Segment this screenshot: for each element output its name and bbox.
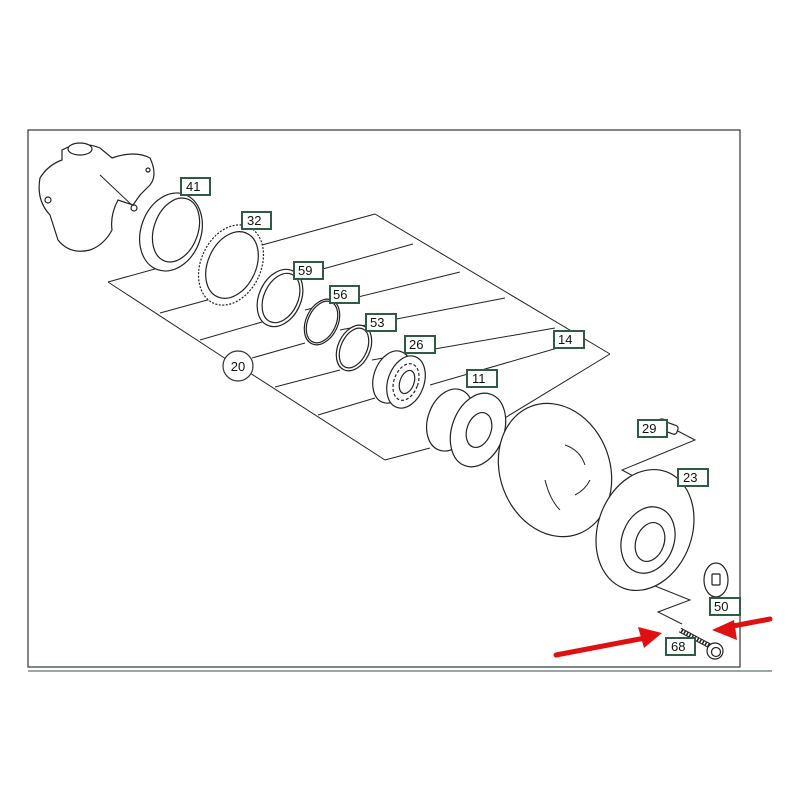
callout-32[interactable]: 32	[241, 211, 272, 230]
part-53-ring-drawing	[335, 324, 373, 372]
callout-26[interactable]: 26	[404, 335, 436, 354]
svg-text:32: 32	[247, 213, 261, 228]
part-32-bearing-drawing	[197, 224, 265, 306]
svg-text:29: 29	[642, 421, 656, 436]
svg-text:53: 53	[370, 315, 384, 330]
svg-text:56: 56	[333, 287, 347, 302]
part-41-seal-drawing	[139, 192, 203, 272]
part-11-hub-drawing	[426, 388, 507, 468]
svg-text:23: 23	[683, 470, 697, 485]
callout-53[interactable]: 53	[365, 313, 397, 332]
steering-knuckle-drawing	[38, 142, 155, 252]
svg-text:26: 26	[409, 337, 423, 352]
callout-68[interactable]: 68	[665, 637, 696, 656]
part-56-circlip-drawing	[303, 298, 341, 346]
callout-14[interactable]: 14	[553, 330, 585, 349]
group-callout-20[interactable]: 20	[222, 350, 254, 382]
svg-text:14: 14	[558, 332, 572, 347]
callout-11[interactable]: 11	[466, 369, 498, 388]
svg-text:50: 50	[714, 599, 728, 614]
part-23-backing-plate-drawing	[595, 468, 695, 592]
svg-text:41: 41	[186, 179, 200, 194]
svg-text:68: 68	[671, 639, 685, 654]
callout-23[interactable]: 23	[677, 468, 709, 487]
part-26-wheel-bearing-drawing	[372, 350, 426, 409]
callout-59[interactable]: 59	[293, 261, 324, 280]
callout-56[interactable]: 56	[329, 285, 360, 304]
part-59-ring-drawing	[256, 268, 304, 328]
diagram-frame	[27, 129, 741, 668]
callout-50[interactable]: 50	[709, 597, 741, 616]
part-50-washer-drawing	[703, 562, 729, 598]
svg-text:11: 11	[472, 371, 486, 386]
svg-text:20: 20	[231, 359, 245, 374]
red-arrow-pointing-to-bolt	[712, 616, 773, 640]
callout-41[interactable]: 41	[180, 177, 211, 196]
brake-disc-drawing	[497, 402, 613, 538]
red-arrow-pointing-to-68	[553, 627, 662, 658]
svg-text:59: 59	[298, 263, 312, 278]
callout-29[interactable]: 29	[637, 419, 668, 438]
